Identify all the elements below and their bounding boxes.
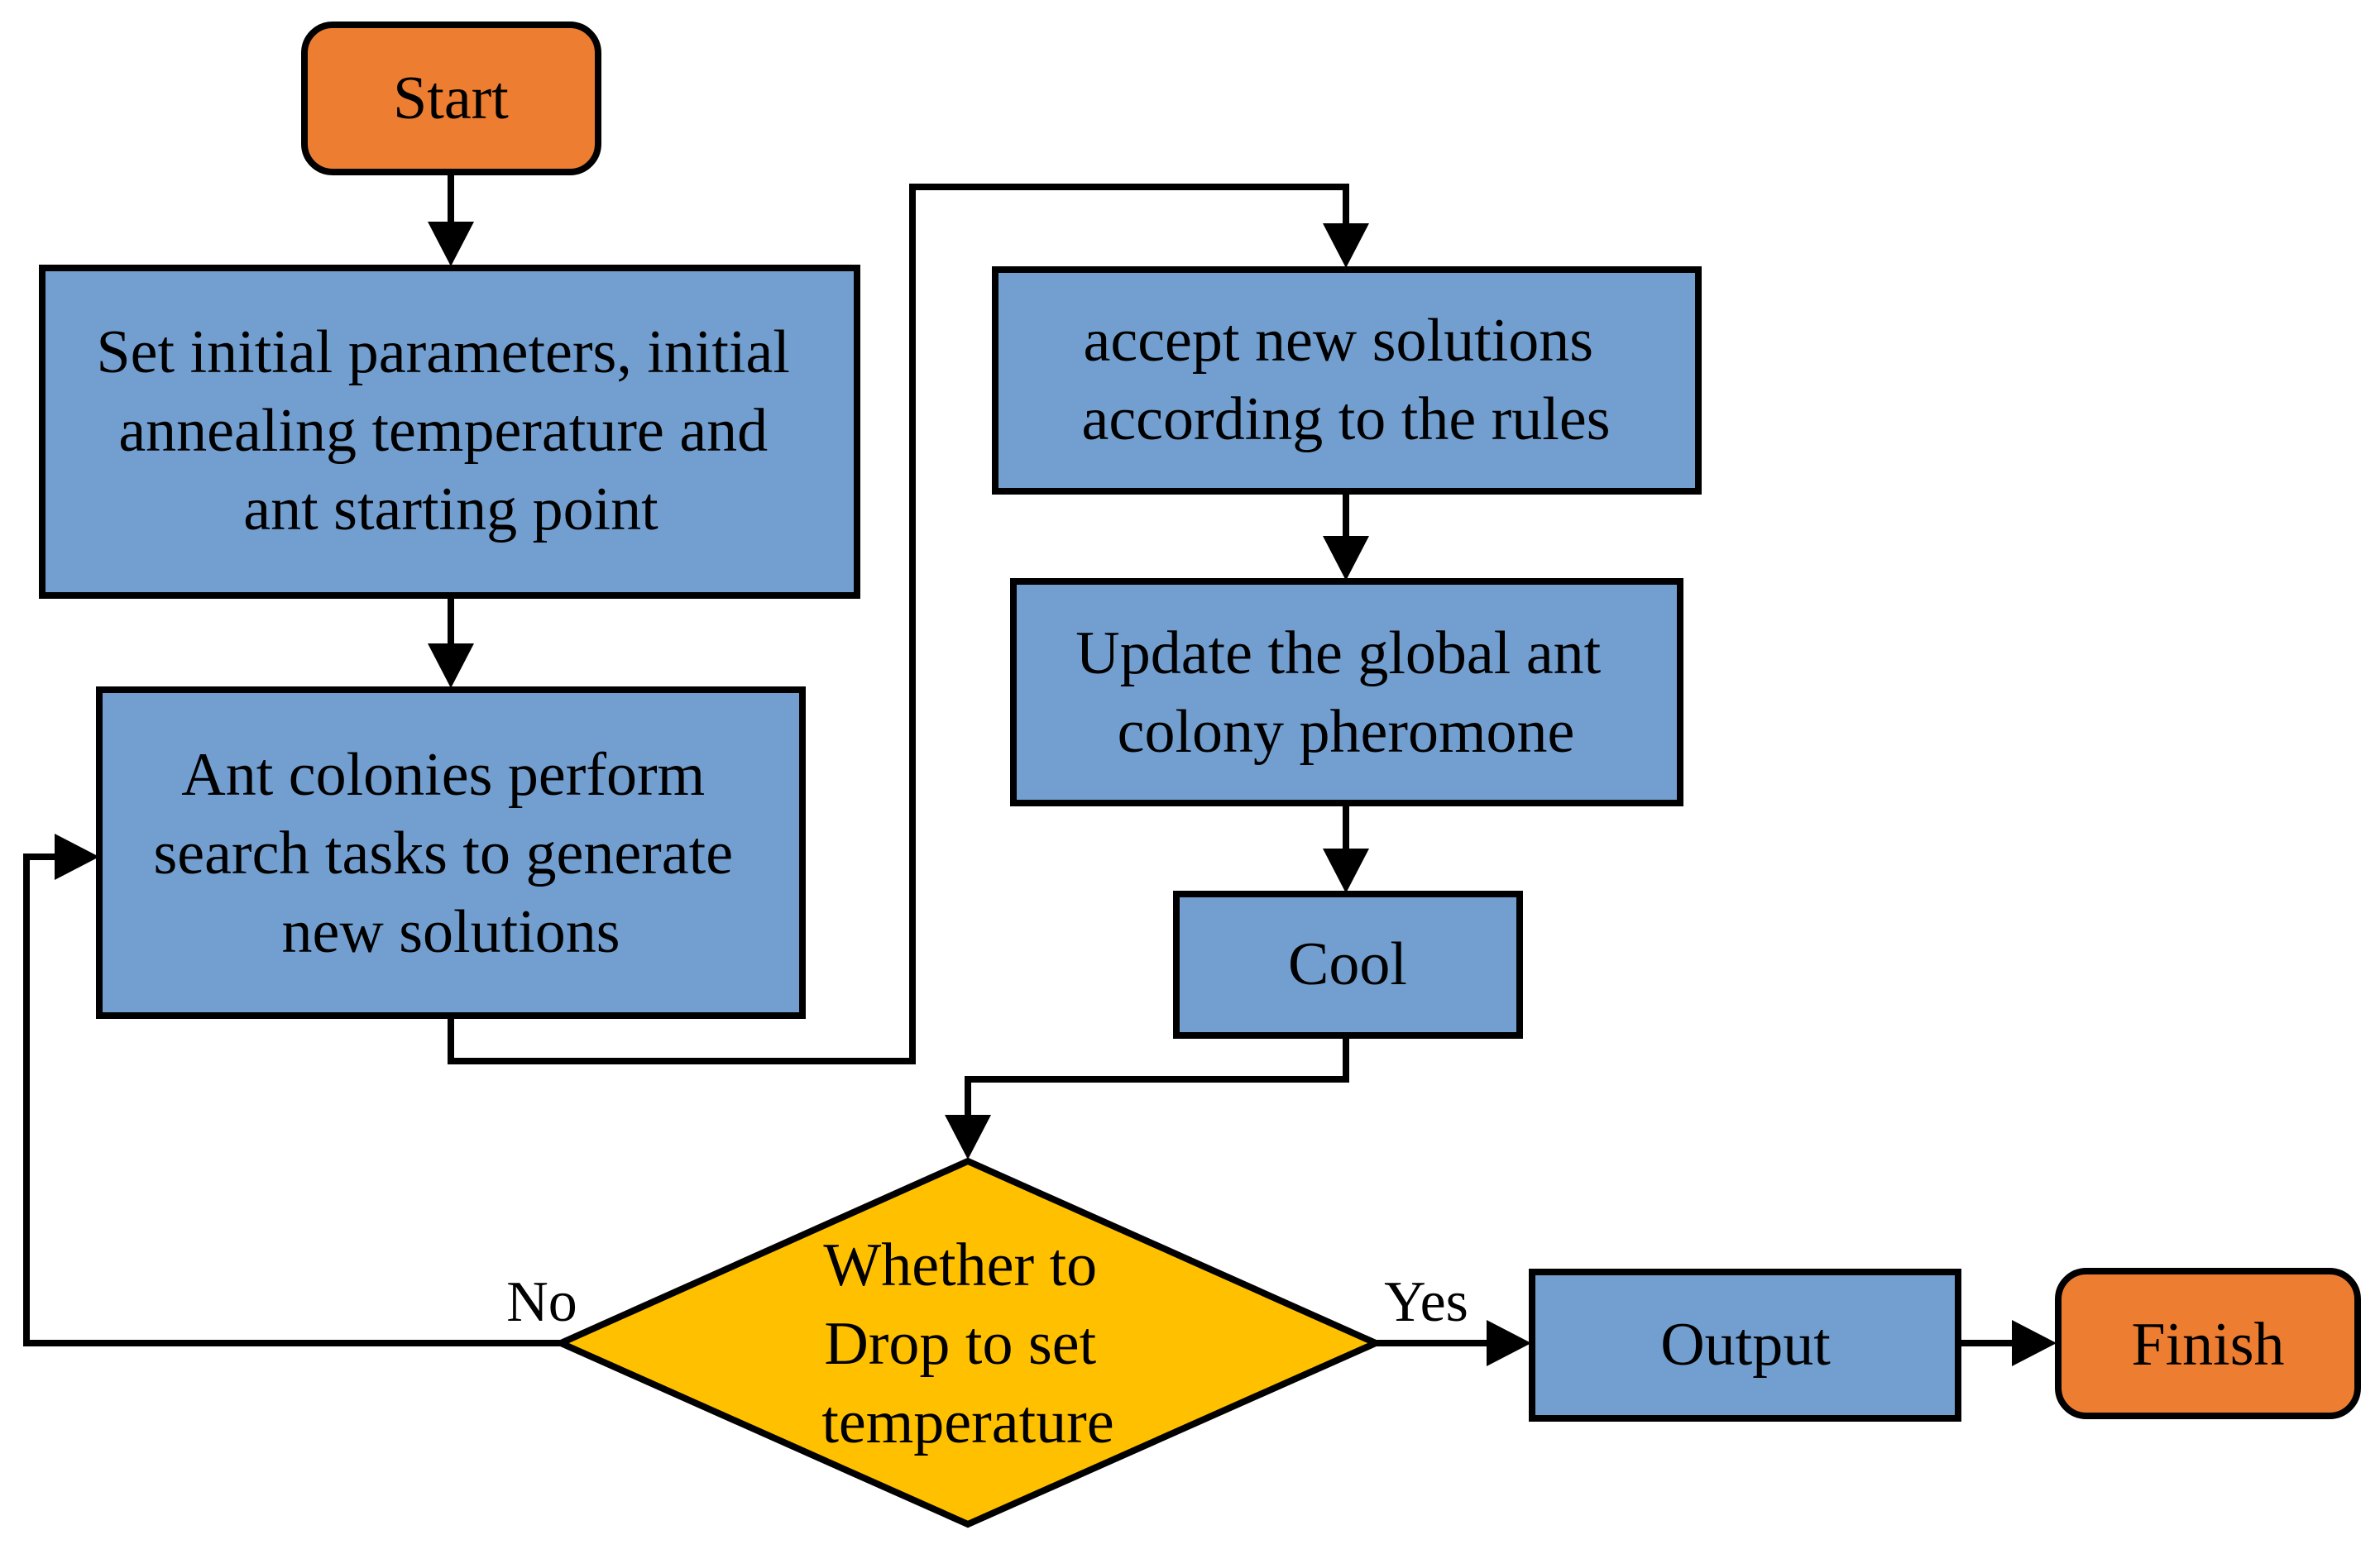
output-shape — [1529, 1269, 1961, 1422]
connector-decision-no-loop — [23, 854, 561, 1346]
decision-node: Whether to Drop to set temperature — [553, 1157, 1384, 1528]
arrowhead-search-loop — [55, 834, 99, 880]
init-shape — [39, 265, 860, 599]
update-node: Update the global ant colony pheromone — [1010, 578, 1683, 806]
start-shape — [301, 22, 601, 175]
arrowhead-accept — [1323, 223, 1369, 268]
update-shape — [1010, 578, 1683, 806]
accept-node: accept new solutions according to the ru… — [992, 266, 1702, 495]
accept-label: accept new solutions according to the ru… — [1081, 307, 1610, 453]
accept-shape — [992, 266, 1702, 495]
arrowhead-cool — [1323, 849, 1369, 893]
decision-shape — [553, 1157, 1384, 1528]
finish-shape — [2055, 1268, 2361, 1419]
start-node: Start — [301, 22, 601, 175]
arrowhead-update — [1323, 536, 1369, 581]
finish-node: Finish — [2055, 1268, 2361, 1419]
finish-label: Finish — [2131, 1311, 2284, 1379]
search-label: Ant colonies perform search tasks to gen… — [153, 741, 748, 966]
connector-cool-decision — [965, 1036, 1349, 1116]
update-label: Update the global ant colony pheromone — [1075, 619, 1616, 766]
arrowhead-decision — [945, 1115, 991, 1160]
search-shape — [96, 686, 806, 1019]
start-label: Start — [393, 65, 509, 132]
cool-node: Cool — [1173, 891, 1523, 1039]
connectors — [23, 174, 2018, 1346]
connector-search-accept — [448, 184, 1349, 1064]
arrowhead-output — [1487, 1320, 1531, 1366]
arrowhead-init — [428, 222, 474, 266]
init-node: Set initial parameters, initial annealin… — [39, 265, 860, 599]
cool-label: Cool — [1288, 930, 1407, 998]
arrowhead-search — [428, 643, 474, 688]
yes-label: Yes — [1384, 1270, 1468, 1334]
arrowhead-finish — [2012, 1320, 2057, 1366]
search-node: Ant colonies perform search tasks to gen… — [96, 686, 806, 1019]
init-label: Set initial parameters, initial annealin… — [97, 318, 806, 543]
cool-shape — [1173, 891, 1523, 1039]
output-node: Output — [1529, 1269, 1961, 1422]
no-label: No — [506, 1270, 577, 1334]
arrowheads — [55, 222, 2057, 1366]
decision-label: Whether to Drop to set temperature — [821, 1231, 1113, 1456]
output-label: Output — [1660, 1311, 1831, 1379]
